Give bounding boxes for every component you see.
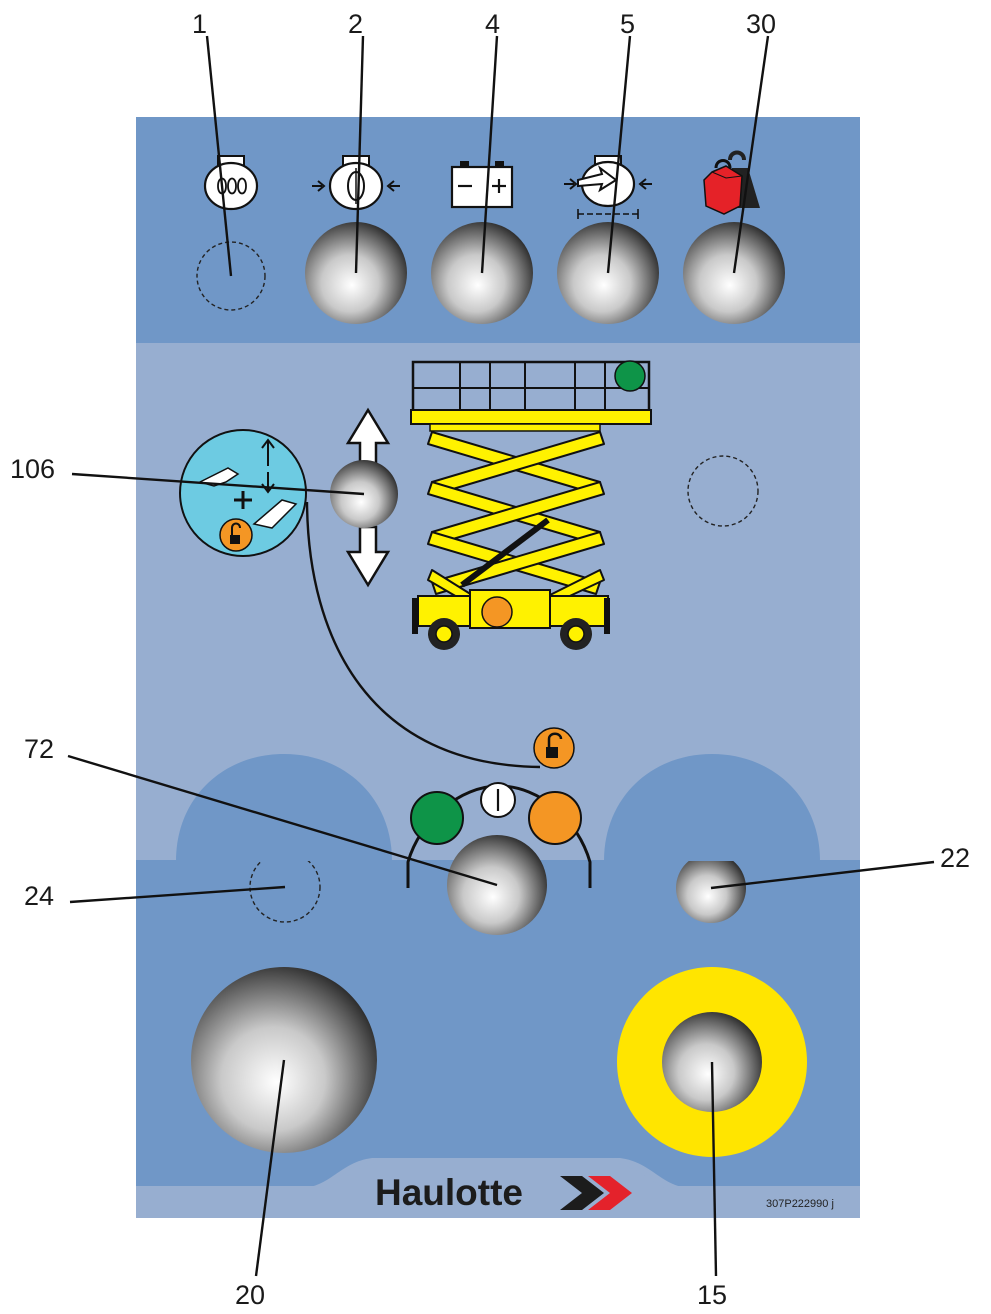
air-filter-icon [564,155,652,219]
unlock-badge [533,727,575,769]
lift-up-arrow-icon [345,407,391,470]
enable-procedure-icon [197,438,298,552]
callout-20: 20 [235,1280,265,1310]
indicator-5-air-filter [557,155,659,324]
indicator-1-glow-plug [196,155,266,311]
engine-oil-pressure-icon [312,155,400,211]
callout-1: 1 [192,9,207,39]
padlock-open-icon [546,732,563,758]
mode-green-indicator [410,791,464,845]
brand-chevron-dark [560,1176,604,1210]
lift-down-arrow-icon [345,525,391,588]
platform-indicator-placeholder [687,455,759,527]
enable-link-line [305,501,541,769]
platform-railing [410,360,652,432]
callout-22: 22 [940,843,970,873]
brand-logo: Haulotte [375,1172,632,1213]
brand-name: Haulotte [375,1172,523,1213]
callout-4: 4 [485,9,500,39]
callout-30: 30 [746,9,776,39]
lift-chassis [412,589,610,650]
callout-5: 5 [620,9,635,39]
scissor-arms [427,431,605,609]
ground-control-orange-light [481,596,513,628]
callout-106: 106 [10,454,55,484]
callout-72: 72 [24,734,54,764]
glow-plug-icon [203,155,259,211]
callout-24: 24 [24,881,54,911]
callout-15: 15 [697,1280,727,1310]
mode-orange-indicator [528,791,582,845]
battery-charge-icon [450,161,514,209]
enable-procedure-info [179,429,307,557]
part-number: 307P222990 j [766,1198,834,1210]
overload-weight-icon [703,150,760,215]
scissor-lift-illustration [410,360,652,650]
brand-chevron-red [588,1176,632,1210]
indicator-1-lamp-placeholder [196,241,266,311]
platform-status-green-light [614,360,646,392]
callout-numbers: 1 2 4 5 30 106 72 24 22 20 15 [10,9,970,1310]
callout-2: 2 [348,9,363,39]
leader-lines [67,35,935,1277]
